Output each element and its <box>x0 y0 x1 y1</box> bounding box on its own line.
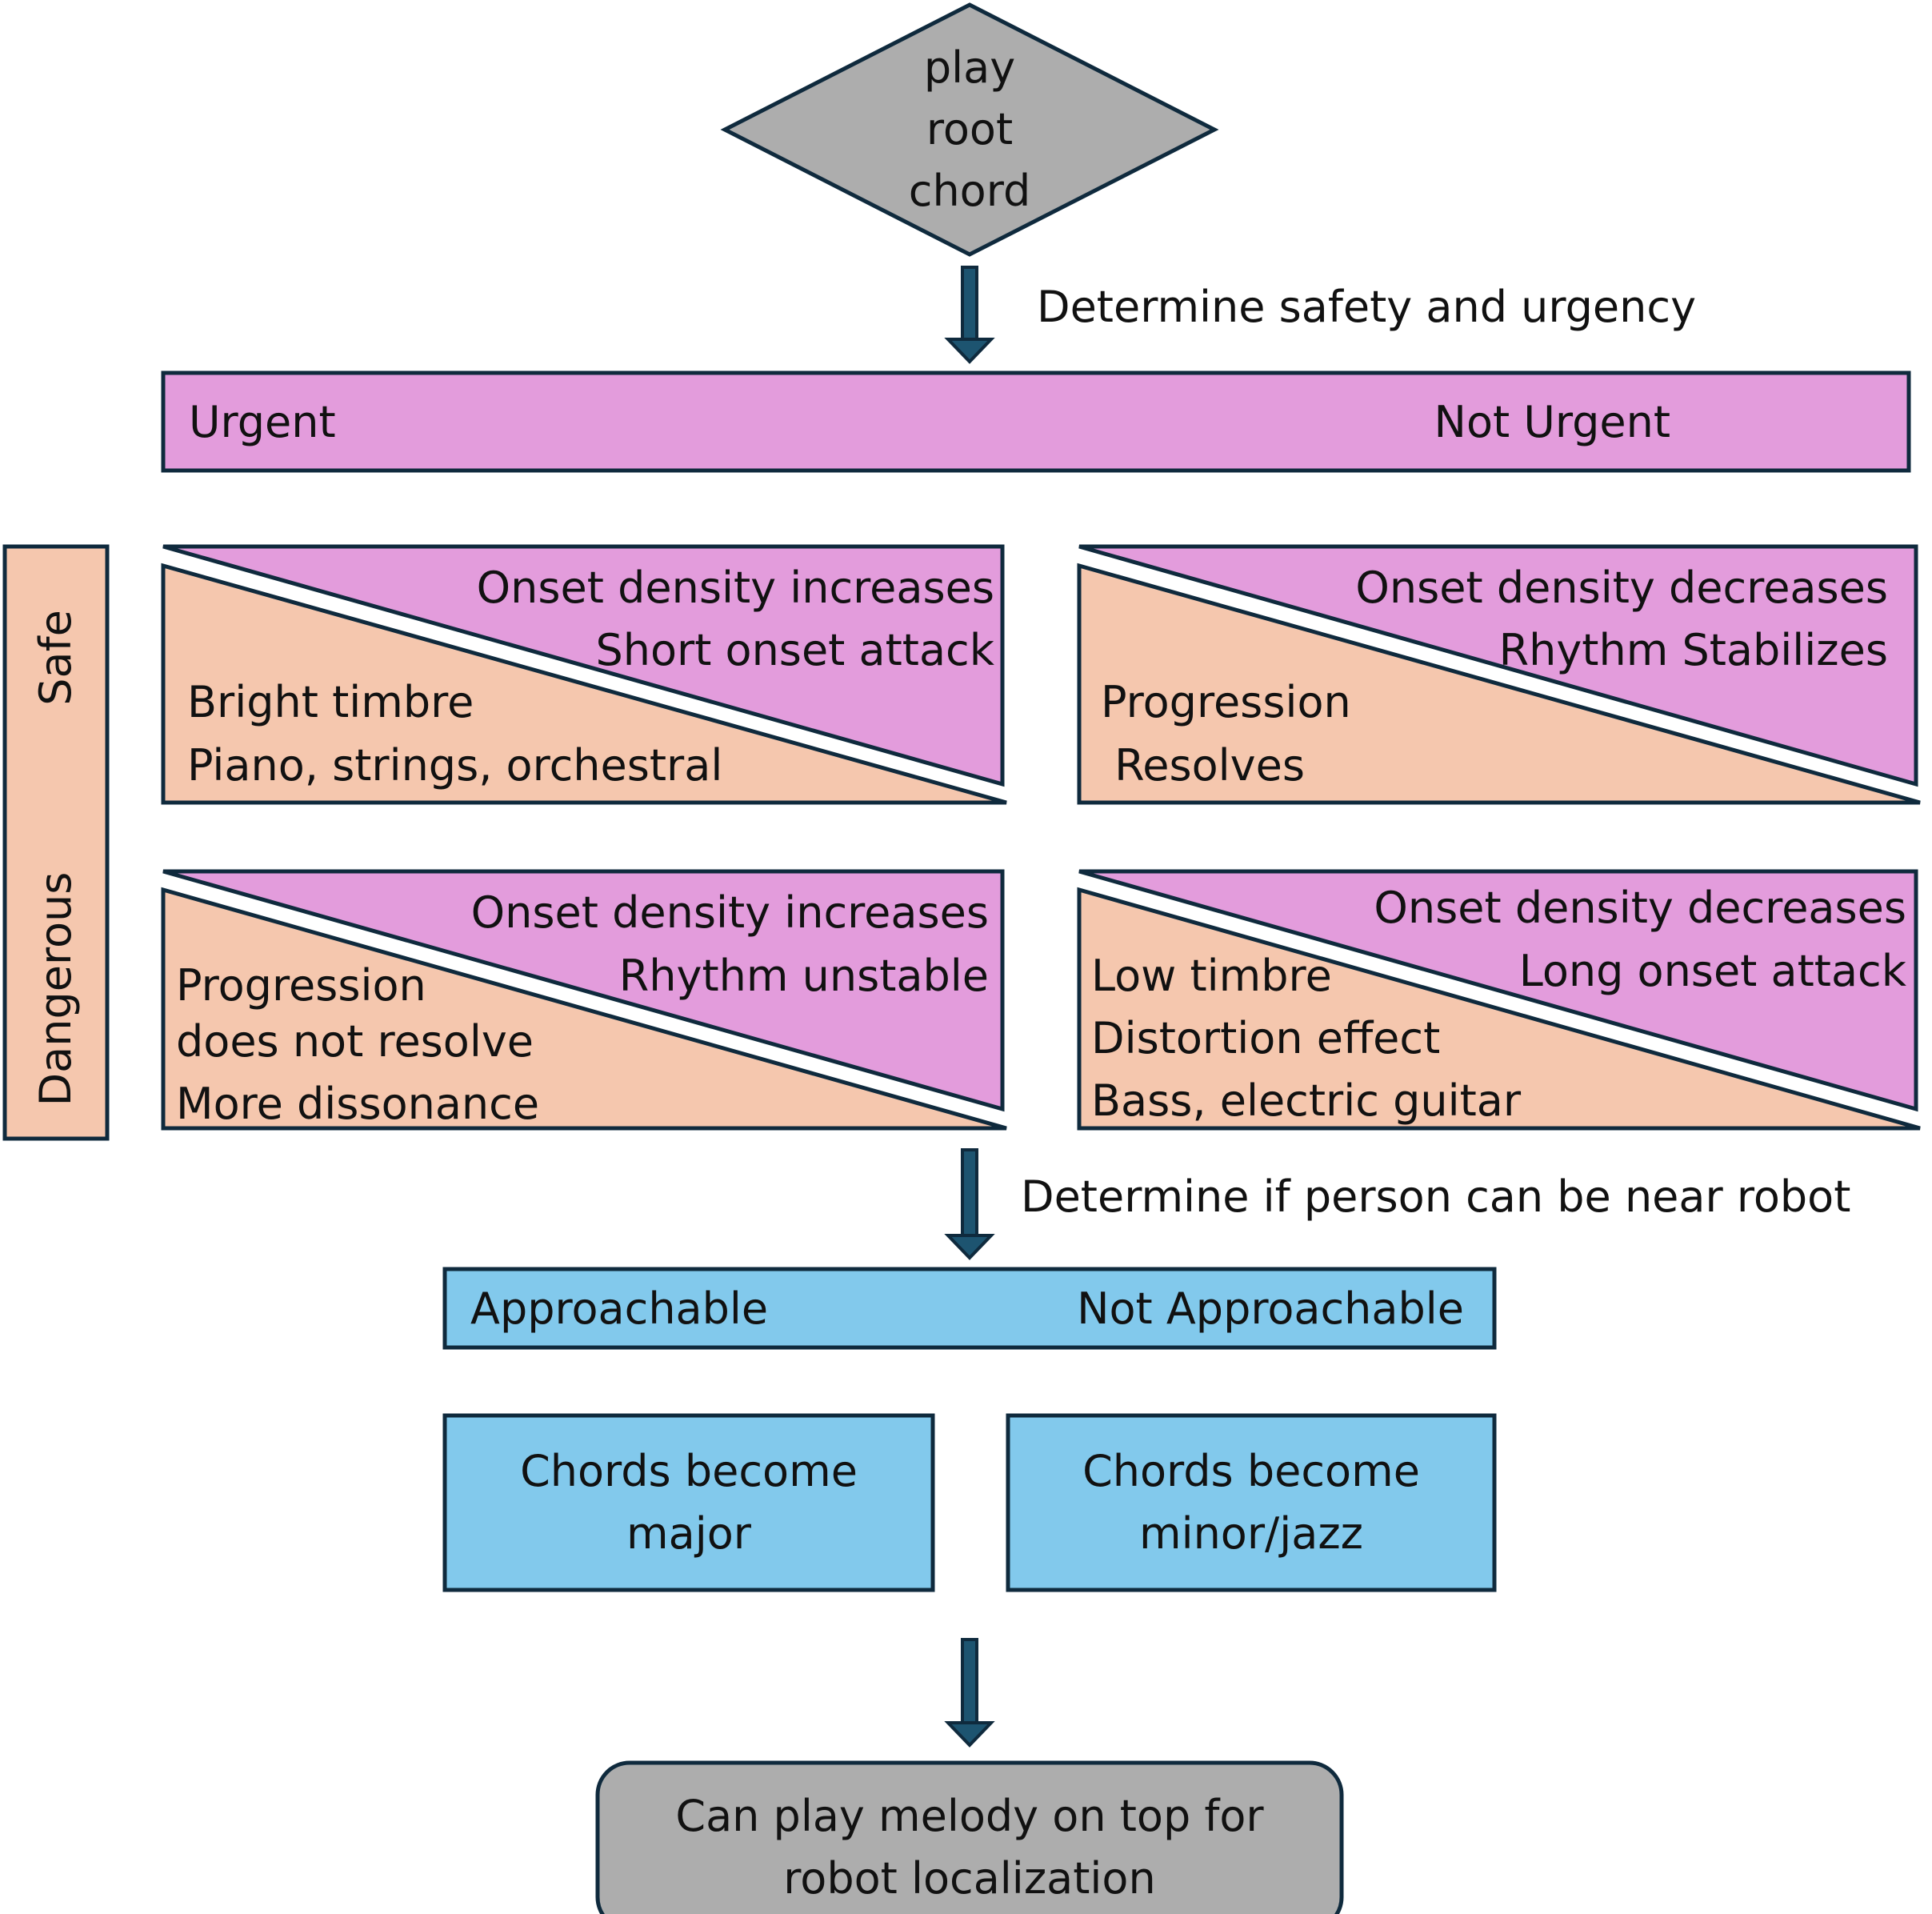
start-diamond <box>720 2 1219 257</box>
start-node: play root chord <box>720 2 1219 257</box>
quadrant-bottom-line: Bright timbre <box>187 677 474 727</box>
quadrant-top-line: Onset density decreases <box>1374 883 1906 933</box>
approach-bar: Approachable Not Approachable <box>442 1267 1497 1350</box>
quadrant-bottom-line: does not resolve <box>176 1016 534 1067</box>
quadrant-top-line: Long onset attack <box>1519 946 1907 996</box>
quadrant-dangerous-not-urgent: Onset density decreases Long onset attac… <box>1077 869 1921 1131</box>
chords-major-box: Chords become major <box>442 1413 935 1592</box>
quadrant-safe-not-urgent: Onset density decreases Rhythm Stabilize… <box>1077 544 1921 805</box>
quadrant-bottom-line: Progression <box>176 960 426 1011</box>
quadrant-bottom-line: Low timbre <box>1091 951 1332 1001</box>
chords-minor-line: Chords become <box>1082 1446 1420 1496</box>
quadrant-top-line: Onset density increases <box>471 887 989 938</box>
quadrant-top-line: Onset density decreases <box>1355 563 1888 613</box>
quadrant-top-line: Onset density increases <box>477 563 994 613</box>
arrow-down-icon <box>944 1148 995 1260</box>
chords-major-line: Chords become <box>520 1446 858 1496</box>
safe-label: Safe <box>30 610 81 706</box>
dangerous-label: Dangerous <box>30 872 81 1107</box>
safety-bar: Safe Dangerous <box>2 544 110 1141</box>
arrow-down-icon <box>944 266 995 364</box>
arrow-down-icon <box>944 1638 995 1748</box>
quadrant-bottom-line: Piano, strings, orchestral <box>187 740 722 791</box>
step2-label: Determine if person can be near robot <box>1021 1171 1850 1222</box>
quadrant-bottom-line: Bass, electric guitar <box>1091 1075 1522 1126</box>
quadrant-bottom-line: Progression <box>1101 677 1351 727</box>
quadrant-bottom-line: More dissonance <box>176 1079 539 1129</box>
quadrant-dangerous-urgent: Onset density increases Rhythm unstable … <box>161 869 1007 1131</box>
start-line-1: play <box>924 42 1015 93</box>
end-line-1: Can play melody on top for <box>675 1791 1264 1841</box>
chords-minor-box: Chords become minor/jazz <box>1006 1413 1497 1592</box>
chords-major-line: major <box>626 1508 752 1559</box>
quadrant-bottom-line: Distortion effect <box>1091 1013 1440 1063</box>
start-line-2: root <box>926 104 1013 154</box>
not-approachable-label: Not Approachable <box>1077 1283 1464 1334</box>
quadrant-top-line: Rhythm Stabilizes <box>1499 625 1888 675</box>
step1-label: Determine safety and urgency <box>1037 282 1696 332</box>
end-node: Can play melody on top for robot localiz… <box>595 1760 1344 1914</box>
start-line-3: chord <box>909 166 1030 216</box>
urgent-label: Urgent <box>189 397 336 447</box>
urgency-bar: Urgent Not Urgent <box>161 370 1911 473</box>
quadrant-top-line: Rhythm unstable <box>619 951 989 1001</box>
chords-minor-line: minor/jazz <box>1139 1508 1363 1559</box>
end-line-2: robot localization <box>783 1853 1155 1904</box>
not-urgent-label: Not Urgent <box>1434 397 1670 447</box>
approachable-label: Approachable <box>470 1283 768 1334</box>
quadrant-safe-urgent: Onset density increases Short onset atta… <box>161 544 1007 805</box>
quadrant-top-line: Short onset attack <box>595 625 994 675</box>
quadrant-bottom-line: Resolves <box>1101 740 1305 791</box>
